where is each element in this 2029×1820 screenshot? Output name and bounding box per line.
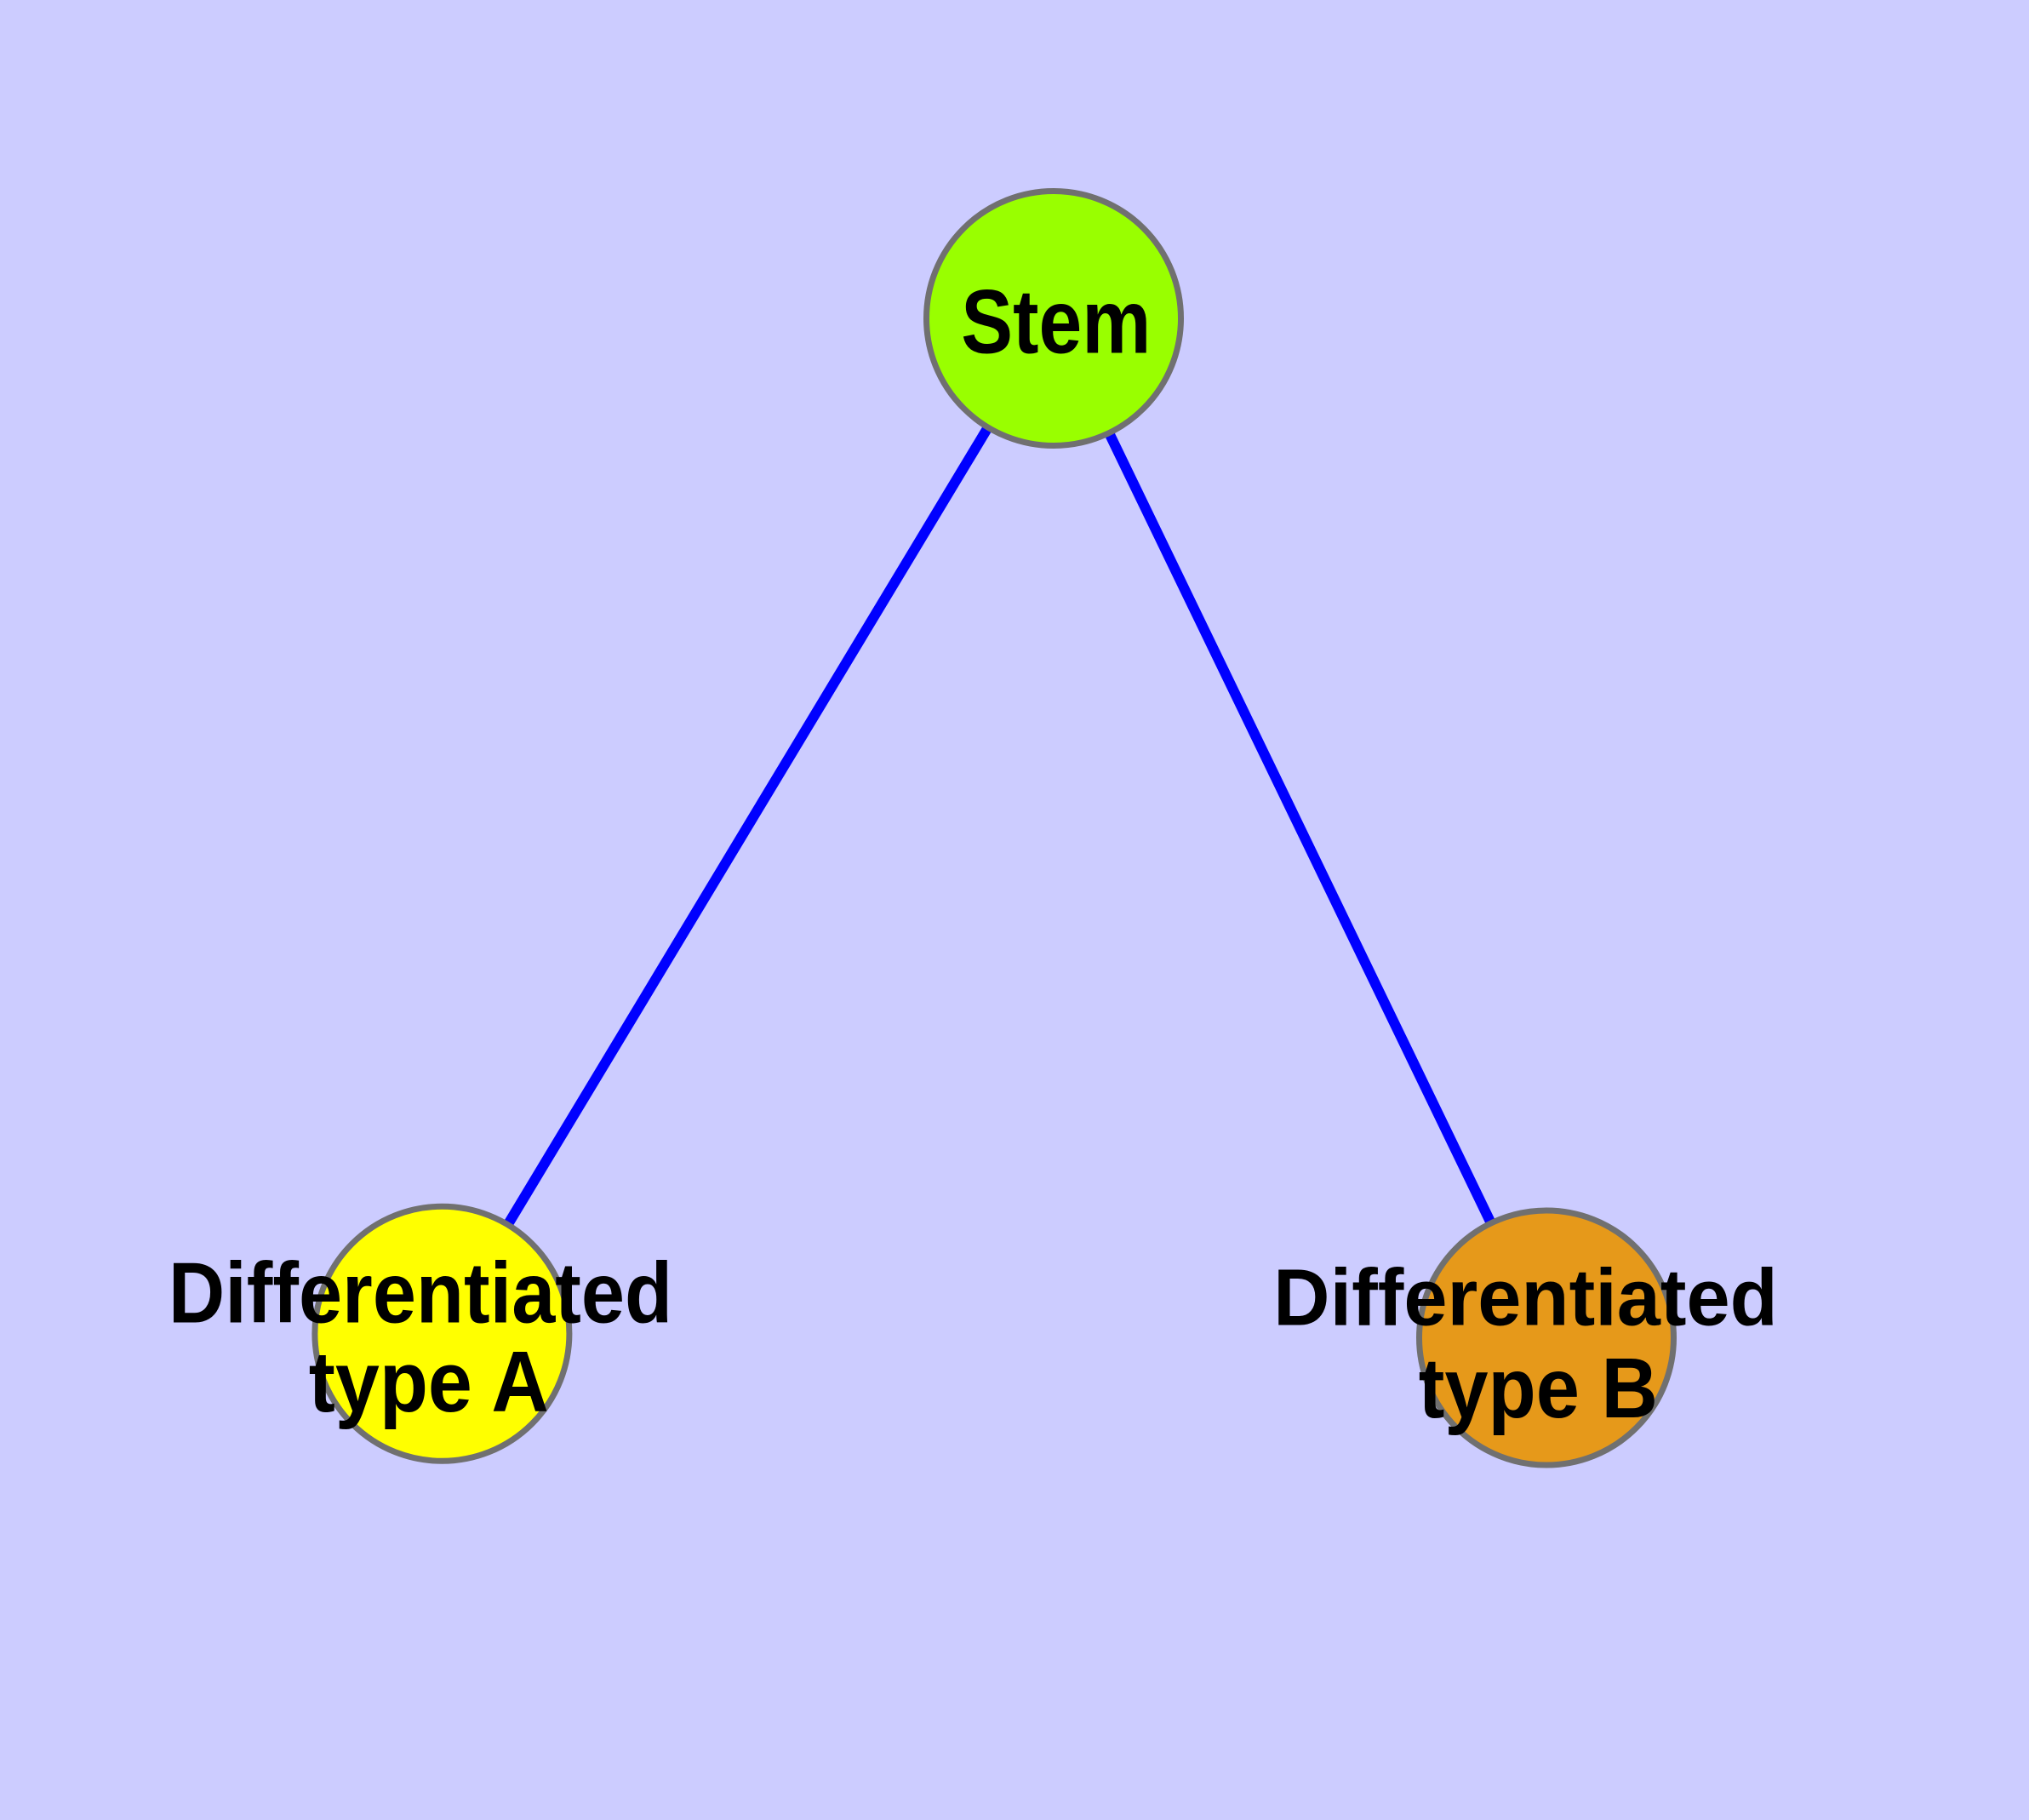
svg-text:Differentiated: Differentiated (169, 1246, 672, 1342)
svg-text:type A: type A (309, 1334, 549, 1430)
svg-text:Differentiated: Differentiated (1273, 1251, 1778, 1342)
svg-text:type B: type B (1419, 1341, 1658, 1435)
svg-text:Stem: Stem (961, 272, 1151, 373)
